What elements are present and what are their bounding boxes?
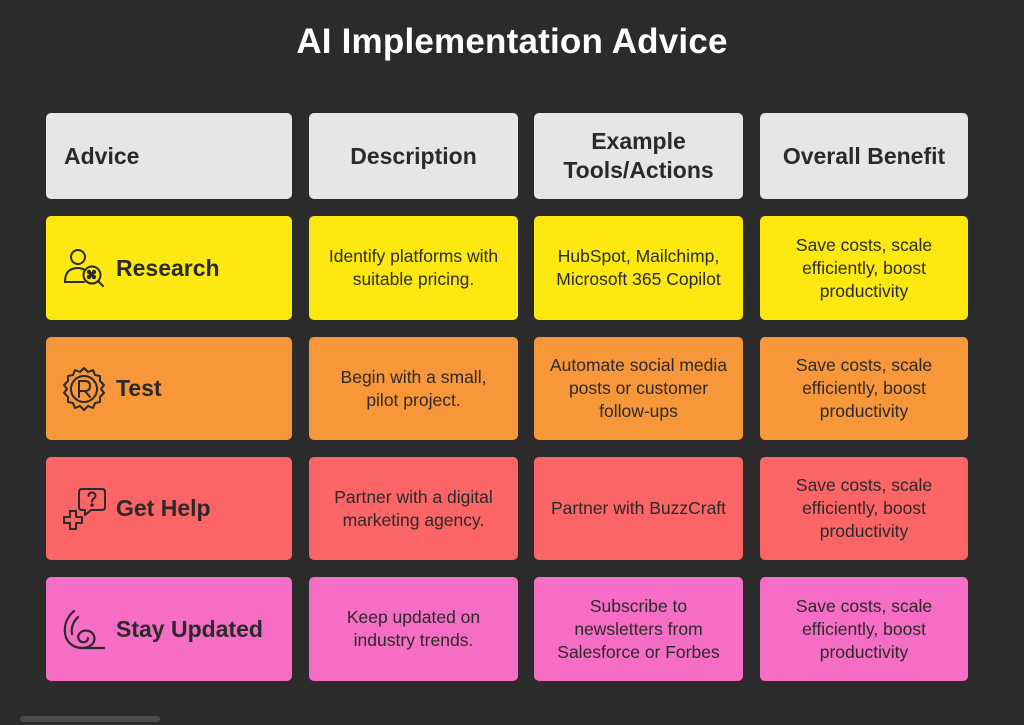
benefit-cell: Save costs, scale efficiently, boost pro… xyxy=(760,577,968,681)
benefit-cell: Save costs, scale efficiently, boost pro… xyxy=(760,337,968,440)
advice-label: Stay Updated xyxy=(116,615,263,642)
description-cell: Begin with a small, pilot project. xyxy=(309,337,518,440)
header-overall-benefit: Overall Benefit xyxy=(760,113,968,199)
tools-cell: Automate social media posts or customer … xyxy=(534,337,743,440)
advice-research: Research xyxy=(46,216,292,320)
gear-badge-icon xyxy=(63,366,105,411)
description-cell: Keep updated on industry trends. xyxy=(309,577,518,681)
tools-cell: HubSpot, Mailchimp, Microsoft 365 Copilo… xyxy=(534,216,743,320)
description-cell: Partner with a digital marketing agency. xyxy=(309,457,518,560)
header-advice: Advice xyxy=(46,113,292,199)
advice-get-help: Get Help xyxy=(46,457,292,560)
header-description: Description xyxy=(309,113,518,199)
advice-label: Get Help xyxy=(116,495,211,521)
watermark-logo xyxy=(20,716,160,722)
advice-label: Research xyxy=(116,254,220,281)
advice-label: Test xyxy=(116,375,162,401)
help-question-icon xyxy=(63,487,106,530)
page-title: AI Implementation Advice xyxy=(296,22,728,61)
advice-test: Test xyxy=(46,337,292,440)
description-cell: Identify platforms with suitable pricing… xyxy=(309,216,518,320)
benefit-cell: Save costs, scale efficiently, boost pro… xyxy=(760,216,968,320)
advice-stay-updated: Stay Updated xyxy=(46,577,292,681)
header-example-tools: Example Tools/Actions xyxy=(534,113,743,199)
benefit-cell: Save costs, scale efficiently, boost pro… xyxy=(760,457,968,560)
spiral-update-icon xyxy=(63,609,106,650)
tools-cell: Partner with BuzzCraft xyxy=(534,457,743,560)
magnifier-person-icon xyxy=(64,249,104,287)
tools-cell: Subscribe to newsletters from Salesforce… xyxy=(534,577,743,681)
